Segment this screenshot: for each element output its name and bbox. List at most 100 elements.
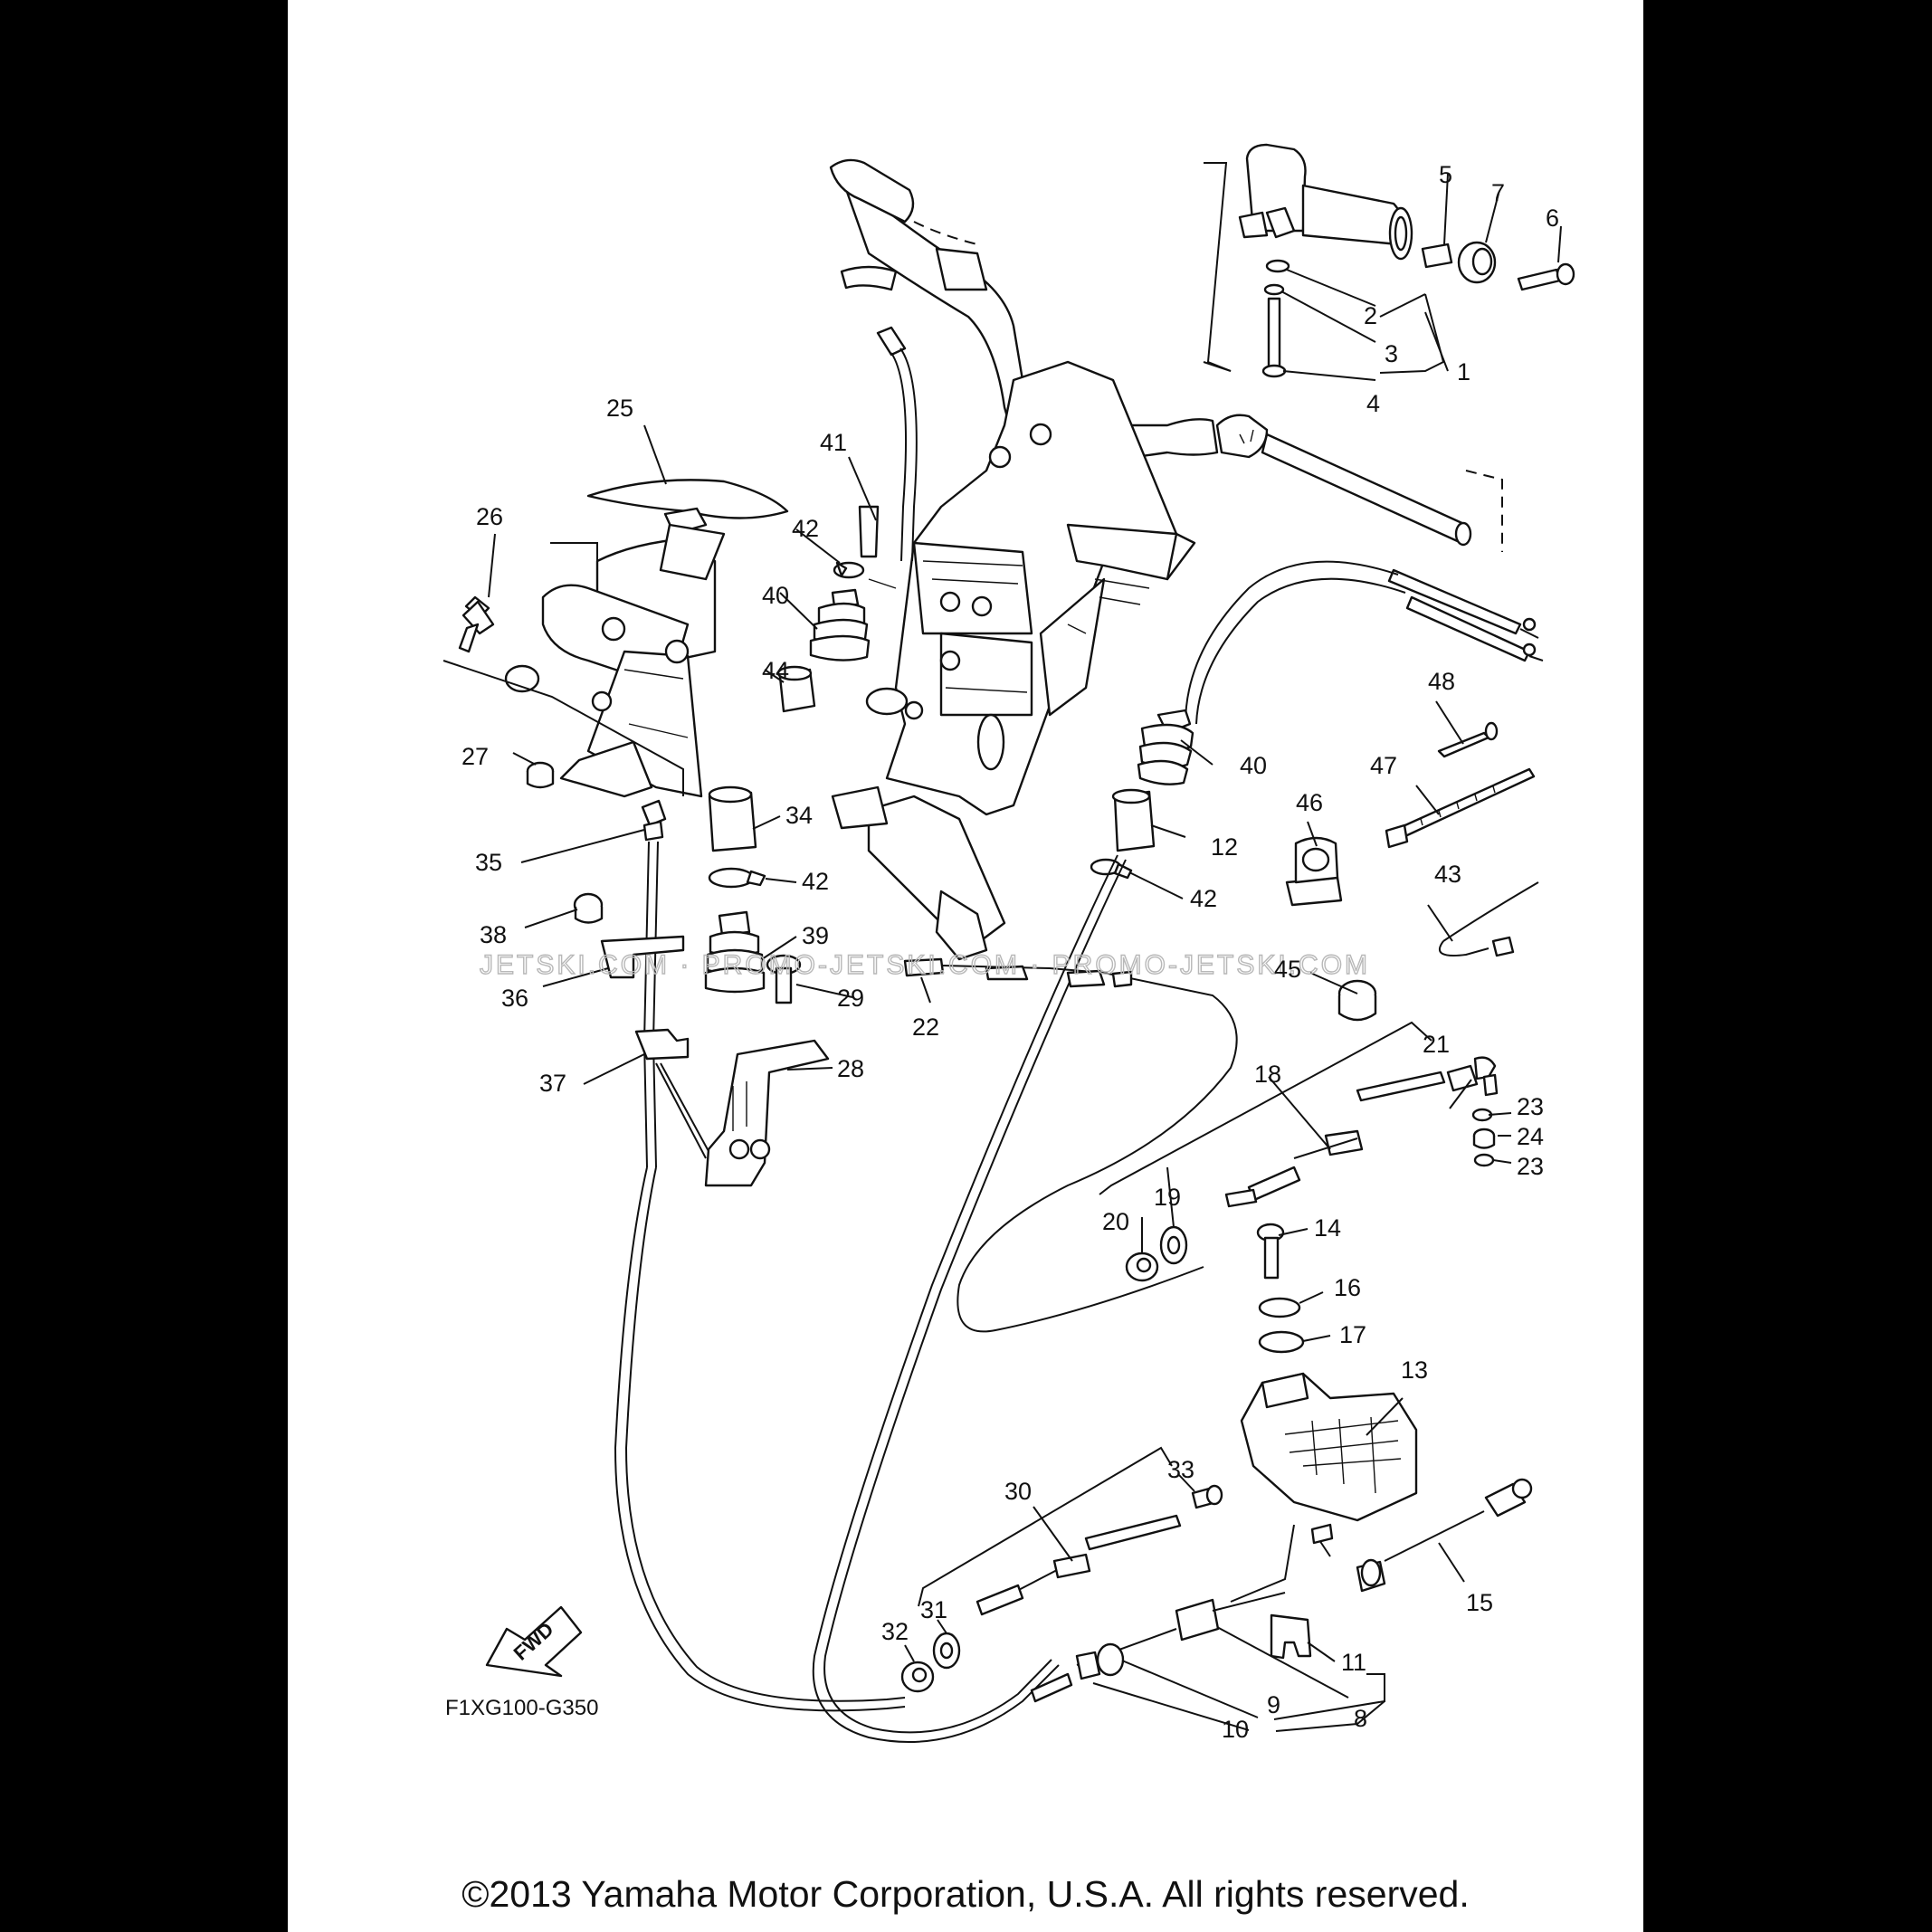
collar-44 xyxy=(776,665,816,713)
callout-46: 46 xyxy=(1296,789,1323,816)
boot-40-left xyxy=(809,588,871,661)
bolt-6 xyxy=(1517,262,1575,291)
bolt-29 xyxy=(766,954,802,1004)
callout-35: 35 xyxy=(475,849,502,876)
callout-9: 9 xyxy=(1267,1691,1280,1718)
callout-3: 3 xyxy=(1385,340,1398,367)
washer-3 xyxy=(1263,283,1285,296)
clamp-42-mid xyxy=(708,867,766,889)
callout-42-top: 42 xyxy=(792,515,819,542)
callout-37: 37 xyxy=(539,1070,566,1097)
screw-4 xyxy=(1261,297,1287,378)
switch-15 xyxy=(1230,1478,1533,1603)
callout-5: 5 xyxy=(1439,161,1452,188)
callout-15: 15 xyxy=(1466,1589,1493,1616)
callout-31: 31 xyxy=(920,1596,947,1623)
callout-38: 38 xyxy=(480,921,507,948)
callout-32: 32 xyxy=(881,1618,909,1645)
callout-11: 11 xyxy=(1341,1649,1366,1676)
clip-11 xyxy=(1270,1613,1312,1660)
leader-lines xyxy=(488,173,1562,1732)
callout-17: 17 xyxy=(1339,1321,1366,1348)
sleeve-12 xyxy=(1111,788,1156,852)
boot-39 xyxy=(704,910,766,994)
washer-19 xyxy=(1159,1225,1188,1265)
throttle-cables xyxy=(1185,560,1544,725)
callout-21: 21 xyxy=(1423,1031,1450,1058)
callout-28: 28 xyxy=(837,1055,864,1082)
tow-hook-bracket xyxy=(443,479,789,798)
callout-25: 25 xyxy=(606,395,633,422)
cap-7 xyxy=(1457,241,1497,284)
callout-23-top: 23 xyxy=(1517,1093,1544,1120)
callout-42-mid: 42 xyxy=(802,868,829,895)
callout-47: 47 xyxy=(1370,752,1397,779)
callout-48: 48 xyxy=(1428,668,1455,695)
washer-31 xyxy=(932,1632,961,1670)
tie-47 xyxy=(1385,767,1536,849)
callout-numbers: 5 7 6 2 3 1 4 25 26 41 42 40 44 27 34 35… xyxy=(462,161,1559,1743)
shift-cable xyxy=(614,1166,906,1712)
nut-27 xyxy=(526,761,555,789)
cable-30 xyxy=(976,1514,1182,1616)
tie-43 xyxy=(1438,881,1539,957)
steering-cable xyxy=(812,854,1127,1743)
clip-46 xyxy=(1285,836,1343,907)
callout-6: 6 xyxy=(1546,205,1559,232)
cable-22 xyxy=(903,957,1238,1333)
bolt-14 xyxy=(1256,1223,1285,1280)
nut-32 xyxy=(900,1661,935,1693)
callout-2: 2 xyxy=(1364,302,1377,329)
callout-36: 36 xyxy=(501,985,528,1012)
callout-40-right: 40 xyxy=(1240,752,1267,779)
washer-17 xyxy=(1258,1330,1305,1354)
grommet-45 xyxy=(1337,979,1377,1022)
callout-4: 4 xyxy=(1366,390,1380,417)
callout-12: 12 xyxy=(1211,833,1238,861)
callout-39: 39 xyxy=(802,922,829,949)
fwd-arrow-icon: FWD xyxy=(485,1605,583,1678)
steering-column xyxy=(831,360,1196,961)
callout-23-bottom: 23 xyxy=(1517,1153,1544,1180)
nut-24 xyxy=(1472,1128,1496,1149)
nut-9 xyxy=(1096,1642,1125,1677)
clamp-42-top xyxy=(833,561,865,579)
callout-41: 41 xyxy=(820,429,847,456)
nut-20 xyxy=(1125,1252,1159,1282)
callout-20: 20 xyxy=(1102,1208,1129,1235)
callout-16: 16 xyxy=(1334,1274,1361,1301)
rivet-48 xyxy=(1437,721,1499,758)
callout-29: 29 xyxy=(837,985,864,1012)
watermark-text: JETSKI.COM · PROMO-JETSKI.COM · PROMO-JE… xyxy=(480,950,1370,980)
callout-45: 45 xyxy=(1274,956,1301,983)
cable-end-41 xyxy=(858,326,918,562)
callout-40-left: 40 xyxy=(762,582,789,609)
cable-18 xyxy=(1224,1071,1446,1208)
washer-16 xyxy=(1258,1297,1301,1318)
callout-24: 24 xyxy=(1517,1123,1544,1150)
callout-30: 30 xyxy=(1004,1478,1032,1505)
handlebar xyxy=(829,158,1503,552)
washer-23-bottom xyxy=(1473,1153,1495,1167)
callout-42-right: 42 xyxy=(1190,885,1217,912)
bolt-26 xyxy=(458,595,495,653)
callout-26: 26 xyxy=(476,503,503,530)
cable-end-10 xyxy=(1030,1651,1101,1703)
callout-44: 44 xyxy=(762,657,789,684)
callout-27: 27 xyxy=(462,743,489,770)
callout-33: 33 xyxy=(1167,1456,1194,1483)
collar-5 xyxy=(1421,243,1453,269)
callout-8: 8 xyxy=(1354,1705,1367,1732)
shift-rod-and-brackets xyxy=(600,841,716,1168)
copyright-notice: ©2013 Yamaha Motor Corporation, U.S.A. A… xyxy=(462,1873,1470,1915)
callout-18: 18 xyxy=(1254,1061,1281,1088)
callout-43: 43 xyxy=(1434,861,1461,888)
callout-22: 22 xyxy=(912,1014,939,1041)
callout-7: 7 xyxy=(1491,179,1505,206)
callout-34: 34 xyxy=(785,802,813,829)
screw-21 xyxy=(1482,1073,1499,1097)
joint-35 xyxy=(641,799,667,842)
cable-mount-13 xyxy=(1240,1372,1418,1522)
callout-14: 14 xyxy=(1314,1214,1341,1242)
